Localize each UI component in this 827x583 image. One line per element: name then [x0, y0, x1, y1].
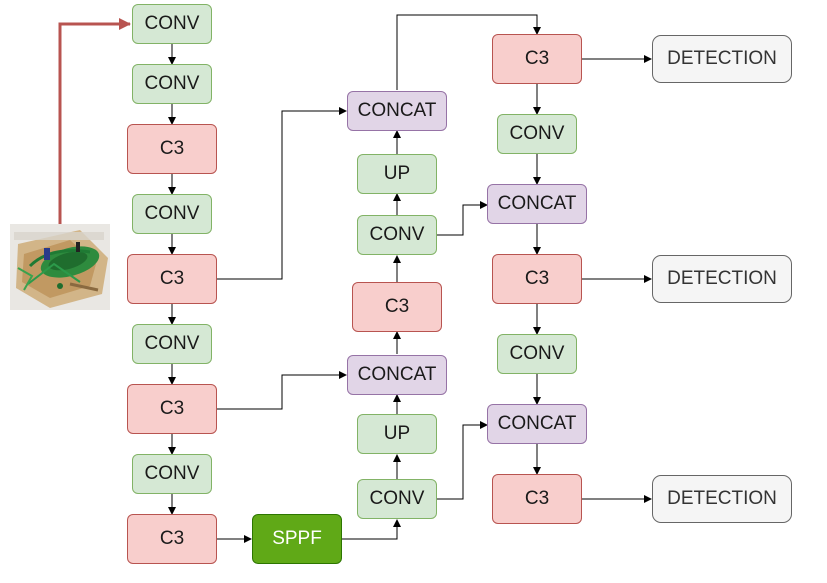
- conv-node: CONV: [497, 334, 577, 374]
- c3-node: C3: [492, 34, 582, 84]
- xray-input-image: [10, 224, 110, 310]
- c3-node: C3: [127, 514, 217, 564]
- up-node: UP: [357, 154, 437, 194]
- c3-node: C3: [127, 254, 217, 304]
- detection-output: DETECTION: [652, 35, 792, 83]
- concat-node: CONCAT: [487, 184, 587, 224]
- concat-node: CONCAT: [347, 355, 447, 395]
- concat-node: CONCAT: [487, 404, 587, 444]
- conv-node: CONV: [357, 215, 437, 255]
- input-arrow: [58, 18, 131, 224]
- edge-conv-concat-right-top: [437, 201, 488, 236]
- sppf-node: SPPF: [252, 514, 342, 564]
- detection-output: DETECTION: [652, 255, 792, 303]
- edge-c3-concat-mid: [217, 371, 347, 410]
- concat-node: CONCAT: [347, 91, 447, 131]
- edge-conv-concat-right-bottom: [437, 421, 488, 500]
- conv-node: CONV: [132, 194, 212, 234]
- c3-node: C3: [492, 474, 582, 524]
- conv-node: CONV: [357, 479, 437, 519]
- c3-node: C3: [127, 124, 217, 174]
- conv-node: CONV: [132, 324, 212, 364]
- detection-output: DETECTION: [652, 475, 792, 523]
- conv-node: CONV: [132, 4, 212, 44]
- edge-c3-concat-top: [217, 107, 347, 280]
- edge-sppf-conv: [342, 519, 401, 540]
- conv-node: CONV: [497, 114, 577, 154]
- c3-node: C3: [492, 254, 582, 304]
- c3-node: C3: [127, 384, 217, 434]
- conv-node: CONV: [132, 454, 212, 494]
- conv-node: CONV: [132, 64, 212, 104]
- c3-node: C3: [352, 282, 442, 332]
- up-node: UP: [357, 414, 437, 454]
- edge-concat-top-c3: [396, 14, 541, 90]
